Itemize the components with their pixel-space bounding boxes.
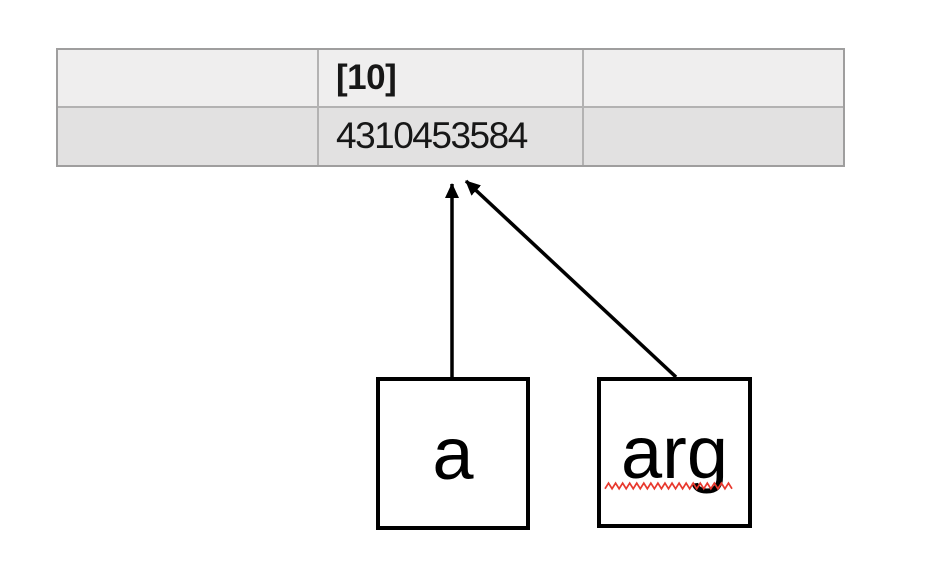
object-id-value: 4310453584 (336, 115, 528, 157)
index-header-label: [10] (336, 57, 397, 97)
variable-label-a: a (432, 411, 474, 495)
arrow-arg-to-cell (464, 179, 678, 379)
variable-label-arg: arg (621, 410, 728, 494)
table-cell-empty (58, 107, 319, 165)
object-id-cell: 4310453584 (319, 107, 584, 165)
table-cell-empty (584, 50, 843, 108)
squiggle-path (604, 481, 733, 491)
variable-box-a: a (376, 377, 530, 530)
arrow-shadow (467, 182, 680, 382)
spellcheck-squiggle-icon (604, 481, 733, 491)
variable-box-arg: arg (597, 377, 752, 528)
index-header-cell: [10] (319, 50, 584, 108)
table-cell-empty (58, 50, 319, 108)
memory-table: [10] 4310453584 (56, 48, 845, 167)
table-cell-empty (584, 107, 843, 165)
